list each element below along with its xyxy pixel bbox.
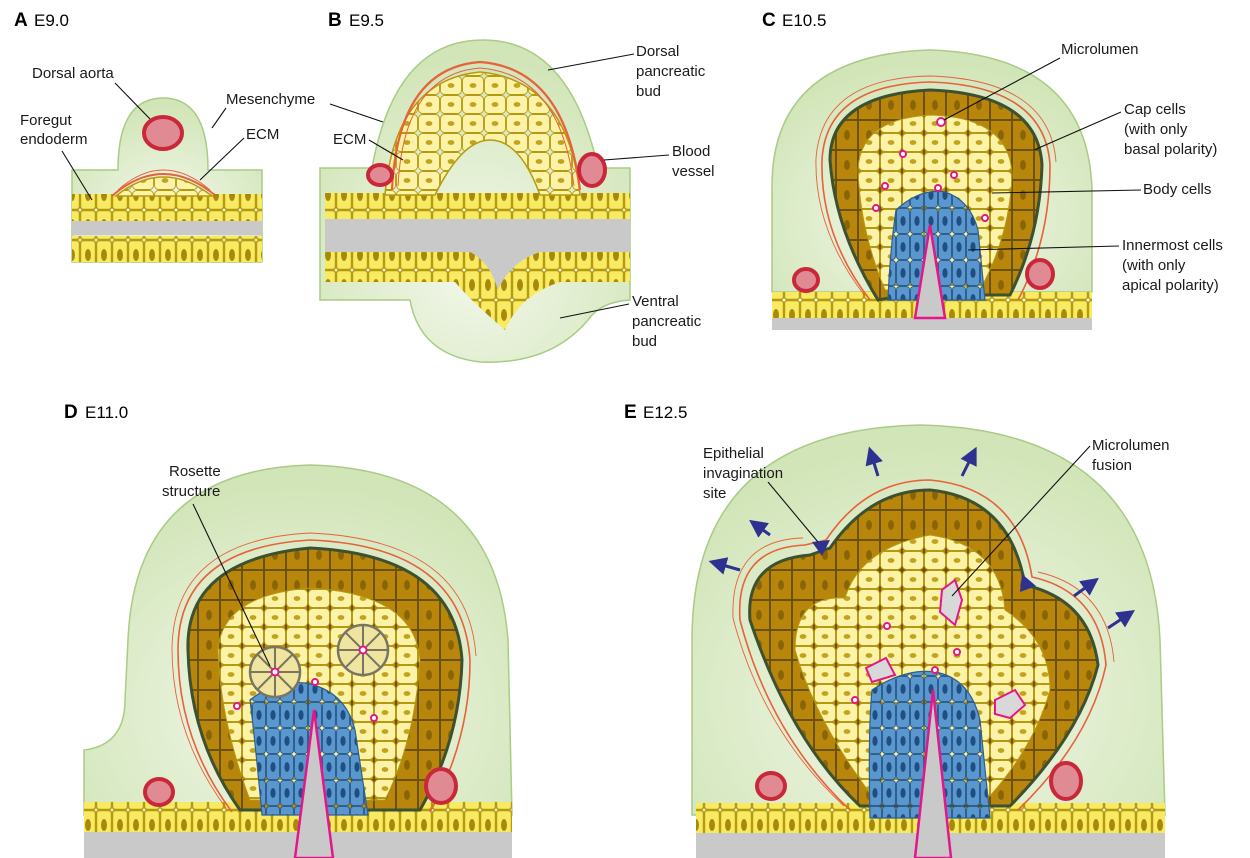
label-foregut-endoderm-2: endoderm — [20, 131, 88, 148]
label-dorsal-pancreatic-bud-3: bud — [636, 83, 661, 100]
label-ventral-pancreatic-bud-2: pancreatic — [632, 313, 702, 330]
microlumen-dot — [873, 205, 879, 211]
microlumen-dot — [900, 151, 906, 157]
foregut-endoderm-upper — [325, 193, 630, 219]
label-innermost-cells-2: (with only — [1122, 257, 1186, 274]
label-innermost-cells-3: apical polarity) — [1122, 277, 1219, 294]
blood-vessel-left — [794, 269, 818, 291]
label-mesenchyme-a: Mesenchyme — [226, 91, 315, 108]
panel-b-stage: E9.5 — [349, 11, 384, 30]
blood-vessel-right — [1051, 763, 1081, 799]
label-cap-cells-3: basal polarity) — [1124, 141, 1217, 158]
leader-blood-vessel — [604, 155, 669, 160]
label-blood-vessel-2: vessel — [672, 163, 715, 180]
label-epithelial-invagination-site-2: invagination — [703, 465, 783, 482]
label-rosette-structure-2: structure — [162, 483, 220, 500]
label-blood-vessel-1: Blood — [672, 143, 710, 160]
panel-a-letter: A — [14, 10, 28, 31]
blood-vessel-right — [1027, 260, 1053, 288]
panel-a-stage: E9.0 — [34, 11, 69, 30]
label-innermost-cells-1: Innermost cells — [1122, 237, 1223, 254]
label-ecm-a: ECM — [246, 126, 279, 143]
blood-vessel-right — [579, 154, 605, 186]
foregut-lumen — [72, 221, 262, 235]
label-epithelial-invagination-site-3: site — [703, 485, 726, 502]
blood-vessel-left — [757, 773, 785, 799]
label-cap-cells-1: Cap cells — [1124, 101, 1186, 118]
panel-c-stage: E10.5 — [782, 11, 826, 30]
panel-c: C E10.5 Microlumen Cap cells (with only … — [762, 10, 1223, 330]
rosette-right — [338, 625, 388, 675]
leader-dorsal-pancreatic-bud — [548, 54, 634, 70]
microlumen-dot — [954, 649, 960, 655]
panel-e: E E12.5 Epithelial invaginat — [624, 402, 1170, 858]
label-foregut-endoderm-1: Foregut — [20, 112, 73, 129]
microlumen-dot — [371, 715, 377, 721]
microlumen-dot — [852, 697, 858, 703]
microlumen-dot — [935, 185, 941, 191]
label-dorsal-pancreatic-bud-1: Dorsal — [636, 43, 679, 60]
label-cap-cells-2: (with only — [1124, 121, 1188, 138]
panel-e-letter: E — [624, 402, 637, 423]
label-ventral-pancreatic-bud-3: bud — [632, 333, 657, 350]
dorsal-aorta — [144, 117, 182, 149]
microlumen-dot — [234, 703, 240, 709]
blood-vessel-left — [368, 165, 392, 185]
rosette-left-lumen — [272, 669, 279, 676]
microlumen-dot — [951, 172, 957, 178]
foregut-endoderm-lower — [72, 236, 262, 262]
label-rosette-structure-1: Rosette — [169, 463, 221, 480]
panel-d-stage: E11.0 — [85, 403, 128, 422]
label-dorsal-aorta: Dorsal aorta — [32, 65, 114, 82]
microlumen-dot — [312, 679, 318, 685]
microlumen-dot — [884, 623, 890, 629]
microlumen-dot — [882, 183, 888, 189]
leader-mesenchyme-a — [212, 108, 226, 128]
label-epithelial-invagination-site-1: Epithelial — [703, 445, 764, 462]
panel-b: B E9.5 Dorsal pancreatic bud Blood vesse… — [320, 10, 715, 362]
panel-c-letter: C — [762, 10, 776, 31]
panel-e-stage: E12.5 — [643, 403, 687, 422]
label-microlumen-fusion-2: fusion — [1092, 457, 1132, 474]
panel-d-letter: D — [64, 402, 78, 423]
panel-d: D E11.0 Rosette structure — [64, 402, 512, 858]
microlumen-dot — [932, 667, 938, 673]
panel-a: A E9.0 Dorsal aorta Foregut endoderm Mes… — [14, 10, 315, 262]
blood-vessel-right — [426, 769, 456, 803]
panel-b-letter: B — [328, 10, 342, 31]
label-ventral-pancreatic-bud-1: Ventral — [632, 293, 679, 310]
rosette-left — [250, 647, 300, 697]
label-dorsal-pancreatic-bud-2: pancreatic — [636, 63, 706, 80]
label-body-cells: Body cells — [1143, 181, 1211, 198]
label-ecm-b: ECM — [333, 131, 366, 148]
microlumen-dot — [982, 215, 988, 221]
microlumen-dot — [937, 118, 945, 126]
label-microlumen: Microlumen — [1061, 41, 1139, 58]
leader-mesenchyme-b — [330, 104, 383, 122]
label-microlumen-fusion-1: Microlumen — [1092, 437, 1170, 454]
rosette-right-lumen — [360, 647, 367, 654]
blood-vessel-left — [145, 779, 173, 805]
foregut-endoderm-upper — [72, 194, 262, 221]
